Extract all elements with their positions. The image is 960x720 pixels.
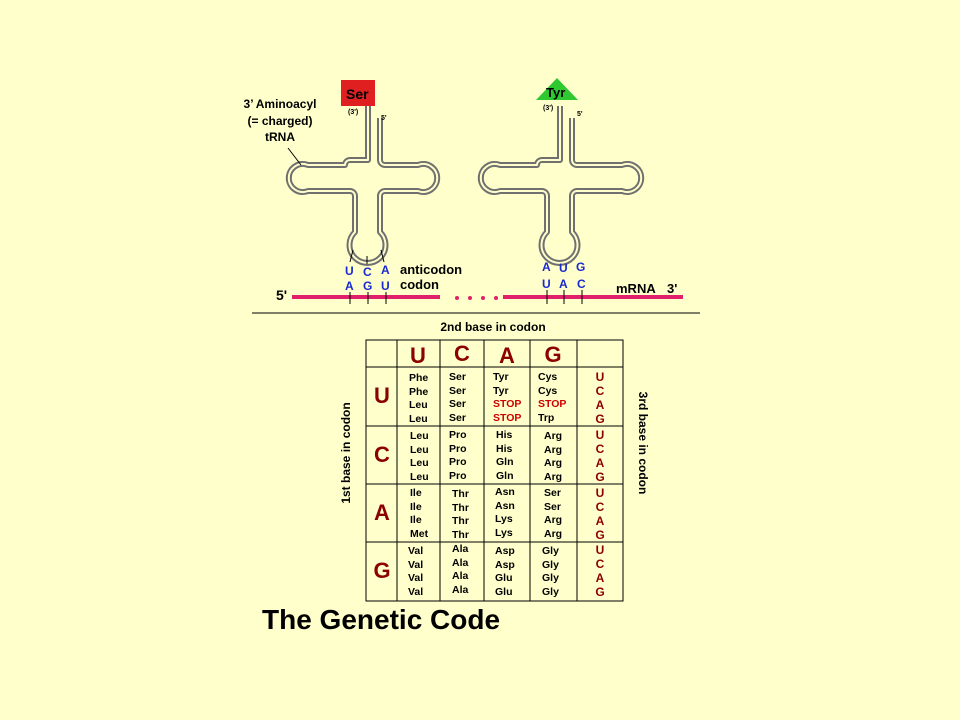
second-base-c: C: [454, 341, 470, 366]
first-base-a: A: [374, 500, 390, 525]
svg-text:(3'): (3'): [348, 109, 358, 116]
svg-text:3': 3': [667, 281, 677, 296]
third-base-label: 3rd base in codon: [636, 392, 650, 495]
svg-text:U: U: [345, 264, 354, 278]
svg-text:A: A: [345, 279, 354, 293]
svg-text:5': 5': [381, 115, 387, 122]
svg-text:U: U: [559, 261, 568, 275]
first-base-letters: U C A G: [373, 383, 390, 583]
svg-text:(3'): (3'): [543, 105, 553, 112]
svg-text:U: U: [542, 277, 551, 291]
aminoacyl-trna-label: 3’ Aminoacyl (= charged) tRNA: [244, 97, 317, 166]
ser-tag: [341, 80, 375, 106]
first-base-label: 1st base in codon: [339, 402, 353, 503]
second-base-headers: U C A G: [410, 341, 562, 368]
anticodon-label: anticodon: [400, 262, 462, 277]
svg-text:A: A: [542, 260, 551, 274]
svg-text:U: U: [381, 279, 390, 293]
svg-text:G: G: [363, 279, 372, 293]
trna-ser: Ser (3') 5' U C A A G U: [285, 80, 441, 293]
svg-text:G: G: [576, 260, 585, 274]
trna-tyr: Tyr (3') 5' A U G U A C: [477, 78, 645, 291]
page-title: The Genetic Code: [262, 604, 501, 635]
svg-text:5': 5': [276, 287, 287, 303]
svg-text:5': 5': [577, 111, 583, 118]
first-base-g: G: [373, 558, 390, 583]
mrna-strand: 5' mRNA 3': [276, 281, 683, 304]
tyr-tag: [536, 78, 578, 100]
ser-label: Ser: [346, 86, 369, 102]
svg-text:C: C: [363, 265, 372, 279]
second-base-label: 2nd base in codon: [440, 320, 545, 334]
svg-text:C: C: [577, 277, 586, 291]
second-base-a: A: [499, 343, 515, 368]
svg-text:tRNA: tRNA: [265, 130, 295, 144]
svg-text:(= charged): (= charged): [247, 114, 312, 128]
second-base-u: U: [410, 343, 426, 368]
svg-text:A: A: [559, 277, 568, 291]
codon-label: codon: [400, 277, 439, 292]
first-base-c: C: [374, 442, 390, 467]
second-base-g: G: [544, 342, 561, 367]
svg-text:A: A: [381, 263, 390, 277]
svg-text:3’ Aminoacyl: 3’ Aminoacyl: [244, 97, 317, 111]
codon-table-grid: [365, 339, 624, 602]
tyr-label: Tyr: [546, 85, 565, 100]
svg-text:mRNA: mRNA: [616, 281, 656, 296]
first-base-u: U: [374, 383, 390, 408]
